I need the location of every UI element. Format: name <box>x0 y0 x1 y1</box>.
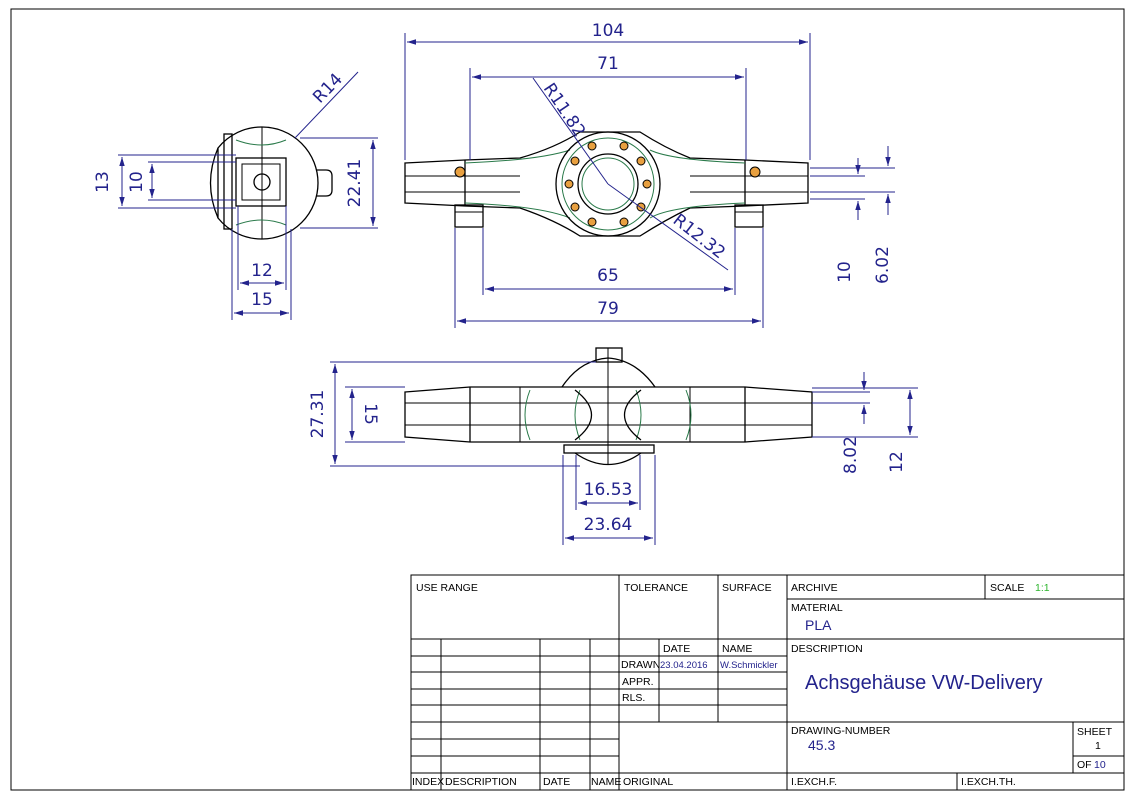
title-block: USE RANGE TOLERANCE SURFACE ARCHIVE SCAL… <box>410 574 1125 791</box>
dim-front-1653: 16.53 <box>584 480 633 500</box>
dim-front-12: 12 <box>887 451 907 473</box>
drawn-date: 23.04.2016 <box>660 660 708 671</box>
top-view <box>404 131 809 237</box>
date-header: DATE <box>663 643 690 655</box>
scale-label: SCALE <box>990 582 1024 594</box>
drawn-label: DRAWN <box>621 659 660 671</box>
dim-side-2241: 22.41 <box>345 159 365 208</box>
sheet-value: 1 <box>1095 740 1101 752</box>
dim-104: 104 <box>592 21 624 41</box>
archive-label: ARCHIVE <box>791 582 838 594</box>
drawing-number-label: DRAWING-NUMBER <box>791 725 891 737</box>
tolerance-label: TOLERANCE <box>624 582 688 594</box>
dim-front-15: 15 <box>360 403 380 425</box>
dim-79: 79 <box>597 299 619 319</box>
dim-front-2364: 23.64 <box>584 515 633 535</box>
dim-front-802: 8.02 <box>841 436 861 474</box>
description-label: DESCRIPTION <box>791 643 863 655</box>
exch-th-label: I.EXCH.TH. <box>961 776 1016 788</box>
dim-side-12: 12 <box>251 261 273 281</box>
dim-71: 71 <box>597 54 619 74</box>
approved-label: APPR. <box>622 676 654 688</box>
side-view <box>209 126 333 240</box>
dim-r1182: R11.82 <box>539 80 589 141</box>
material-value: PLA <box>805 617 832 633</box>
dim-front-2731: 27.31 <box>308 390 328 439</box>
of-value: 10 <box>1094 759 1106 771</box>
sheet-label: SHEET <box>1077 726 1113 738</box>
of-label: OF <box>1077 759 1092 771</box>
material-label: MATERIAL <box>791 602 843 614</box>
drawing-number-value: 45.3 <box>808 737 835 753</box>
released-label: RLS. <box>622 692 645 704</box>
front-view <box>404 347 813 466</box>
dim-r1232: R12.32 <box>669 210 729 263</box>
dim-side-10: 10 <box>127 171 147 193</box>
exch-f-label: I.EXCH.F. <box>791 776 837 788</box>
drawn-name: W.Schmickler <box>720 660 778 671</box>
date-col: DATE <box>543 776 570 788</box>
dim-65: 65 <box>597 266 619 286</box>
top-view-dimensions: 104 71 R11.82 R12.32 65 79 10 6.02 <box>404 21 895 328</box>
description-col: DESCRIPTION <box>445 776 517 788</box>
surface-label: SURFACE <box>722 582 772 594</box>
dim-r14: R14 <box>309 70 347 108</box>
dim-right-10: 10 <box>835 261 855 283</box>
front-view-dimensions: 27.31 15 8.02 12 16.53 23.64 <box>308 361 918 545</box>
name-col: NAME <box>591 776 621 788</box>
dim-right-602: 6.02 <box>873 246 893 284</box>
dim-side-15: 15 <box>251 290 273 310</box>
use-range-label: USE RANGE <box>416 582 478 594</box>
drawing-title: Achsgehäuse VW-Delivery <box>805 672 1043 694</box>
index-col: INDEX <box>412 776 444 788</box>
original-label: ORIGINAL <box>623 776 673 788</box>
dim-side-13: 13 <box>93 171 113 193</box>
name-header: NAME <box>722 643 752 655</box>
scale-value: 1:1 <box>1035 582 1050 594</box>
